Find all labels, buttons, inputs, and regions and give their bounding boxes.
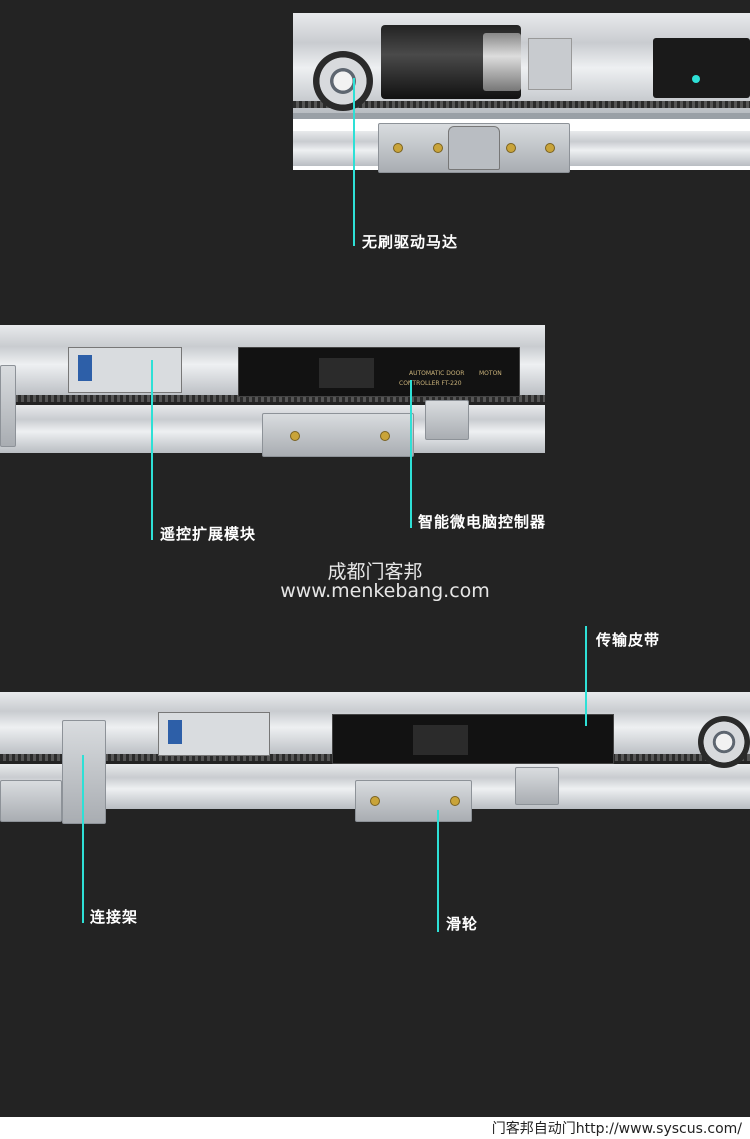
callout-pulley [437,810,439,932]
side-bracket [515,767,559,805]
connecting-bracket [62,720,106,824]
label-motor: 无刷驱动马达 [362,233,459,251]
controller-panel: AUTOMATIC DOOR CONTROLLER FT-220 MOTON [0,325,545,460]
pulley-bracket [262,413,414,457]
screw [380,431,390,441]
callout-remote [151,360,153,540]
label-belt: 传输皮带 [596,631,661,649]
pulley-wheel [448,126,500,170]
drive-belt [293,101,750,108]
motor-cap [483,33,521,91]
footer-text: 门客邦自动门http://www.syscus.com/ [491,1121,742,1137]
controller-model: CONTROLLER FT-220 [399,380,462,387]
screw [545,143,555,153]
watermark-cn: 成都门客邦 [327,561,423,583]
controller-display [319,358,374,388]
screw [450,796,460,806]
label-remote-module: 遥控扩展模块 [160,525,257,543]
screw [433,143,443,153]
callout-bracket [82,755,84,923]
left-bracket [0,365,16,447]
controller-display [413,725,468,755]
screw [393,143,403,153]
motor-housing-right [653,38,750,98]
motor-panel [293,13,750,173]
mount-plate [528,38,572,90]
screw [370,796,380,806]
status-led [692,75,700,83]
watermark-url: www.menkebang.com [280,580,490,602]
assembly-panel [0,692,750,832]
callout-motor [353,78,355,246]
label-bracket: 连接架 [90,908,139,926]
footer-bar [0,1117,750,1139]
callout-belt [585,626,587,726]
left-bracket [0,780,62,822]
side-bracket [425,400,469,440]
controller-unit: AUTOMATIC DOOR CONTROLLER FT-220 MOTON [238,347,520,397]
servo-wheel [698,716,750,768]
rail-edge [293,113,750,119]
callout-controller [410,380,412,528]
screw [290,431,300,441]
remote-module-board [78,355,92,381]
drive-belt [0,395,545,402]
label-controller: 智能微电脑控制器 [418,513,547,531]
screw [506,143,516,153]
controller-unit [332,714,614,764]
label-pulley: 滑轮 [446,915,479,933]
controller-brand: MOTON [479,370,502,377]
controller-title: AUTOMATIC DOOR [409,370,465,377]
servo-wheel [313,51,373,111]
remote-module-board [168,720,182,744]
